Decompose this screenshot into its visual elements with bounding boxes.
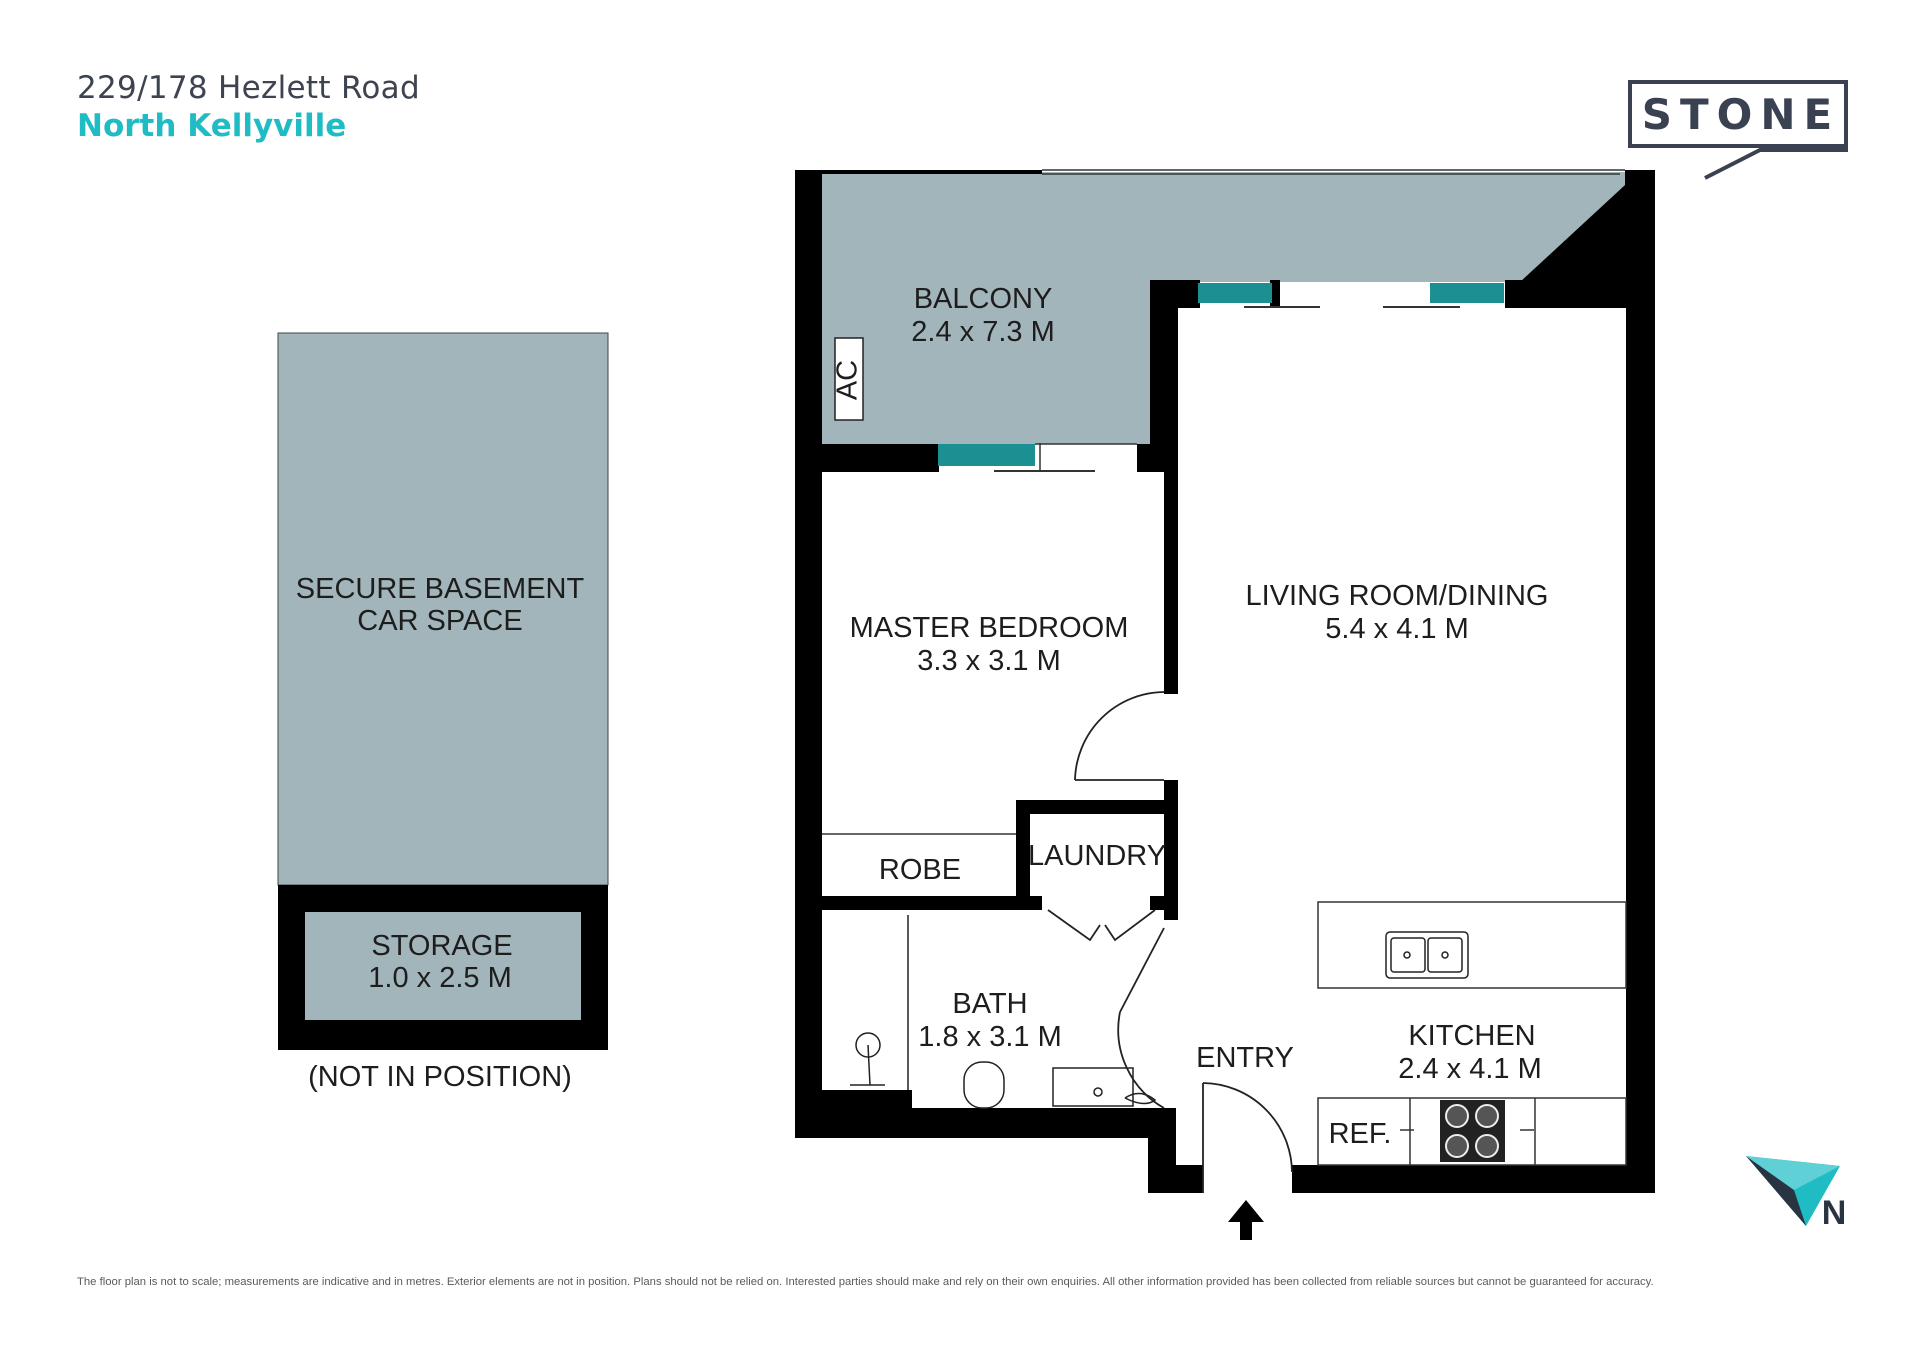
address-line-suburb: North Kellyville [77,108,347,144]
master-bedroom-size: 3.3 x 3.1 M [917,645,1060,677]
north-compass-icon [1746,1156,1840,1226]
living-label: LIVING ROOM/DINING [1246,580,1549,612]
ac-unit [834,337,864,421]
car-space-label-line1: SECURE BASEMENT [296,573,585,605]
storage-size: 1.0 x 2.5 M [368,962,511,994]
master-bedroom-label: MASTER BEDROOM [850,612,1129,644]
robe-label: ROBE [879,854,961,886]
inner-outlines [822,169,1627,1166]
storage-note: (NOT IN POSITION) [308,1061,572,1093]
windows [938,283,1504,472]
logo-text: STONE [1641,89,1841,139]
logo-frame: STONE [1628,80,1848,148]
bath-label: BATH [952,988,1027,1020]
entry-arrow [1228,1200,1264,1240]
balcony-floor [822,172,1625,444]
cooktop [1440,1100,1505,1162]
disclaimer-text: The floor plan is not to scale; measurem… [77,1276,1654,1288]
kitchen-sink [1385,931,1469,979]
ac-label: AC [832,360,864,400]
bath-size: 1.8 x 3.1 M [918,1021,1061,1053]
balcony-label: BALCONY [914,283,1053,315]
basement-car-space [277,332,609,1050]
balcony-size: 2.4 x 7.3 M [911,316,1054,348]
laundry-label: LAUNDRY [1028,840,1166,872]
entry-label: ENTRY [1196,1042,1294,1074]
living-size: 5.4 x 4.1 M [1325,613,1468,645]
storage-label: STORAGE [371,930,512,962]
walls [795,170,1655,1193]
kitchen-size: 2.4 x 4.1 M [1398,1053,1541,1085]
kitchen-label: KITCHEN [1408,1020,1535,1052]
north-label: N [1822,1194,1847,1232]
bath-fixtures [850,915,1157,1109]
fridge-label: REF. [1329,1118,1392,1150]
doors [1047,691,1293,1193]
address-line-street: 229/178 Hezlett Road [77,70,420,106]
car-space-label-line2: CAR SPACE [357,605,522,637]
